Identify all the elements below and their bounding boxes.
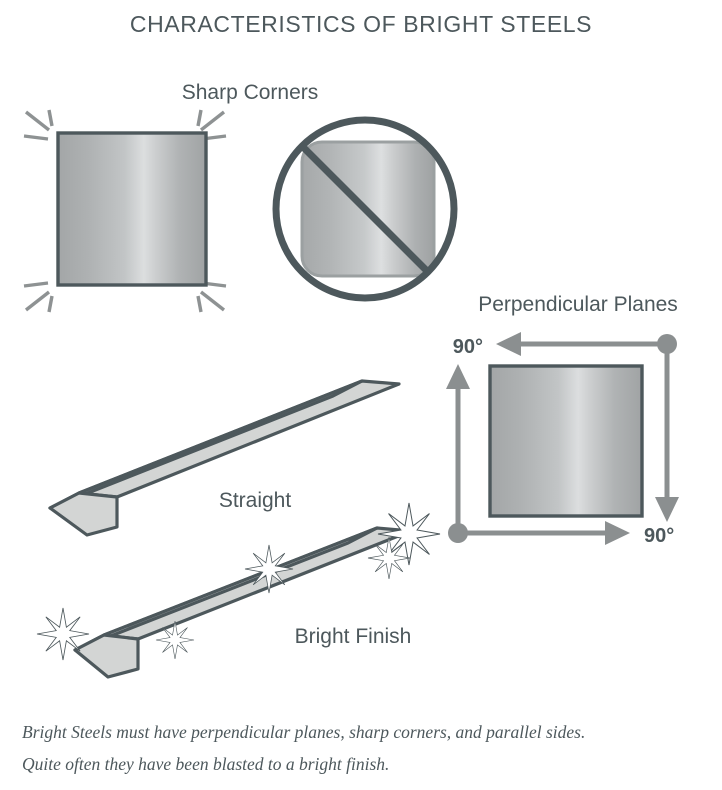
- page-title: CHARACTERISTICS OF BRIGHT STEELS: [130, 11, 592, 37]
- top-horizontal-arrow-head: [496, 332, 521, 356]
- straight-bar-icon: [48, 379, 401, 537]
- perpendicular-planes-diagram: 90° 90°: [446, 332, 679, 547]
- prohibition-circle: [272, 116, 458, 302]
- sparkle-bottom-left-icon: [23, 281, 54, 313]
- caption-line-1: Bright Steels must have perpendicular pl…: [22, 722, 585, 742]
- bright-finish-bar-icon: [73, 526, 413, 679]
- bottom-horizontal-arrow-head: [605, 521, 630, 545]
- prohibition-no-rounded-corners-icon: [272, 116, 458, 302]
- left-vertical-arrow-head: [446, 364, 470, 389]
- angle-label-top: 90°: [453, 336, 483, 358]
- bright-bar-end-face: [73, 633, 140, 679]
- sharp-corner-square-icon: [23, 109, 227, 313]
- straight-bar-end-face: [48, 491, 119, 537]
- angle-label-bottom: 90°: [644, 525, 674, 547]
- perpendicular-planes-label: Perpendicular Planes: [478, 293, 678, 316]
- straight-label: Straight: [219, 489, 292, 512]
- sharp-corners-label: Sharp Corners: [182, 81, 319, 104]
- sharp-square-body: [56, 131, 208, 287]
- right-vertical-arrow-head: [655, 497, 679, 522]
- prohibition-slash: [299, 143, 431, 275]
- sparkle-top-left-icon: [23, 109, 54, 141]
- bright-finish-label: Bright Finish: [295, 625, 412, 648]
- caption-line-2: Quite often they have been blasted to a …: [22, 754, 389, 774]
- perpendicular-planes-square-icon: [488, 364, 644, 518]
